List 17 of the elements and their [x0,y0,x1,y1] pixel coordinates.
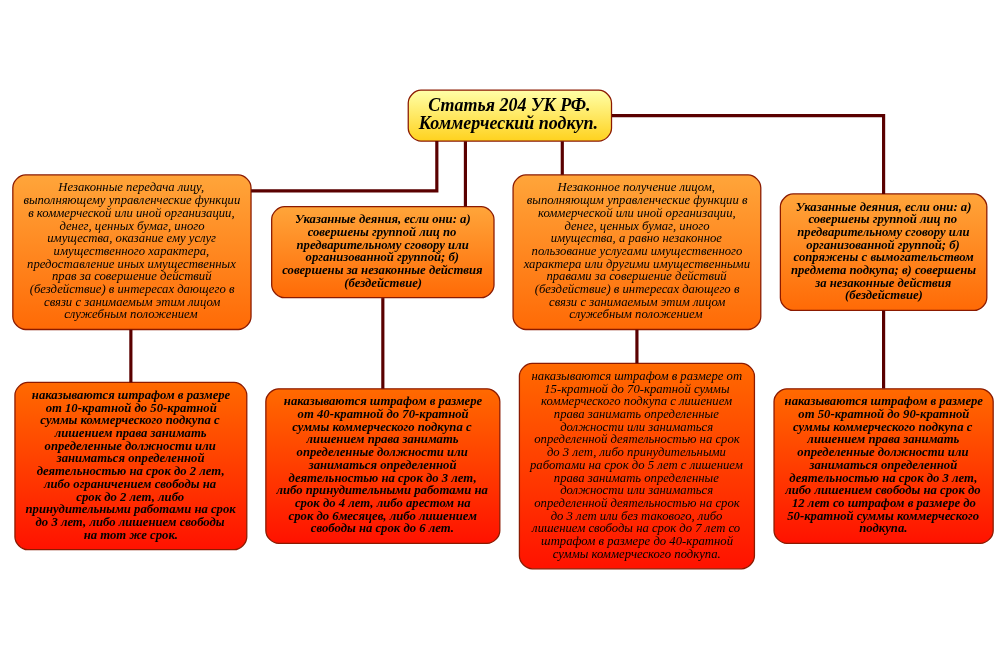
connector [463,141,467,207]
connector [129,329,133,383]
node-box: Указанные деяния, если они: а) совершены группой лиц по предварительному сговору или организованной группой; б) сопряжены с вымогательством предмета подкупа; в) совершены за незаконные действия (бездействие) [779,193,988,312]
connector [882,310,886,389]
connector [251,141,439,193]
connector [560,141,564,175]
node-box: наказываются штрафом в размере от 40-кратной до 70-кратной суммы коммерческого подкупа с лишением права занимать определенные должности или заниматься определенной деятельностью на срок до 3 лет, либо принудительными работами на срок до 4 лет, либо арестом на срок до 6месяцев, либо лишением свободы на срок до 6 лет. [265,388,501,544]
node-box: Незаконные передача лицу, выполняющему управленческие функции в коммерческой или иной организации, денег, ценных бумаг, иного имущества, оказание ему услуг имущественного характера, предоставление иных имущественных прав за совершение действий (бездействие) в интересах дающего в связи с занимаемым этим лицом служебным положением [12,174,252,331]
connector [381,298,385,389]
node-box: Незаконное получение лицом, выполняющим управленческие функции в коммерческой или иной организации, денег, ценных бумаг, иного имущества, а равно незаконное пользование услугами имущественного характера или другими имущественными правами за совершение действий (бездействие) в интересах дающего в связи с занимаемым этим лицом служебным положением [512,174,762,331]
node-box: наказываются штрафом в размере от 50-кратной до 90-кратной суммы коммерческого подкупа с лишением права занимать определенные должности или заниматься определенной деятельностью на срок до 3 лет, либо лишением свободы на срок до 12 лет со штрафом в размере до 50-кратной суммы коммерческого подкупа. [773,388,994,544]
connector [612,114,886,194]
node-box: наказываются штрафом в размере от 15-кратной до 70-кратной суммы коммерческого подкупа с лишением права занимать определенные должности или заниматься определенной деятельностью на срок до 3 лет, либо принудительными работами на срок до 5 лет с лишением права занимать определенные должности или заниматься определенной деятельностью на срок до 3 лет или без такового, либо лишением свободы на срок до 7 лет со штрафом в размере до 40-кратной суммы коммерческого подкупа. [518,362,756,570]
node-box: Статья 204 УК РФ. Коммерческий подкуп. [407,89,613,142]
node-box: наказываются штрафом в размере от 10-кратной до 50-кратной суммы коммерческого подкупа с лишением права занимать определенные должности или заниматься определенной деятельностью на срок до 2 лет, либо ограничением свободы на срок до 2 лет, либо принудительными работами на срок до 3 лет, либо лишением свободы на тот же срок. [14,381,248,551]
node-box: Указанные деяния, если они: а) совершены группой лиц по предварительному сговору или организованной группой; б) совершены за незаконные действия (бездействие) [271,206,495,299]
connector [635,329,639,364]
